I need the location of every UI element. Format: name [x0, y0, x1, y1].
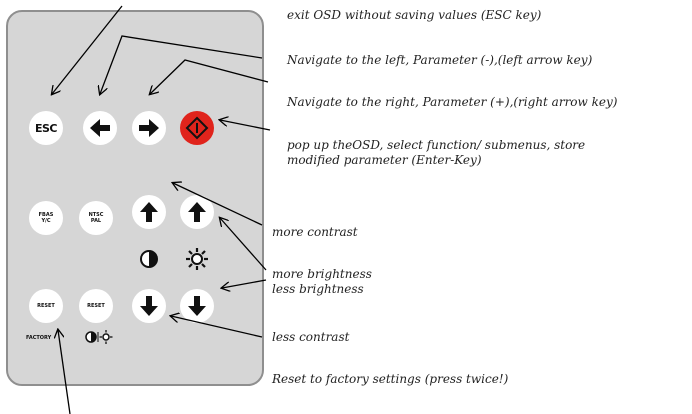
fbas-yc-button[interactable]: FBAS Y/C	[29, 201, 63, 235]
brightness-up-button[interactable]	[180, 195, 214, 229]
factory-label: FACTORY	[26, 335, 52, 341]
left-arrow-button[interactable]	[83, 111, 117, 145]
annotation-enter-line1: pop up theOSD, select function/ submenus…	[287, 138, 586, 152]
esc-button[interactable]: ESC	[29, 111, 63, 145]
reset-factory-button[interactable]: RESET	[29, 289, 63, 323]
reset-picture-button[interactable]: RESET	[79, 289, 113, 323]
annotation-enter-line2: modified parameter (Enter-Key)	[287, 153, 482, 167]
brightness-down-button[interactable]	[180, 289, 214, 323]
right-arrow-icon	[139, 119, 159, 137]
annotation-right: Navigate to the right, Parameter (+),(ri…	[287, 95, 618, 109]
annotation-more-contrast: more contrast	[272, 225, 358, 239]
annotation-left: Navigate to the left, Parameter (-),(lef…	[287, 53, 593, 67]
yc-label: Y/C	[41, 218, 51, 224]
annotation-reset: Reset to factory settings (press twice!)	[272, 372, 509, 386]
remote-control	[6, 10, 264, 386]
contrast-brightness-small-icon	[85, 330, 113, 344]
enter-button[interactable]	[180, 111, 214, 145]
annotation-less-contrast: less contrast	[272, 330, 350, 344]
down-arrow-icon	[188, 296, 206, 316]
down-arrow-icon	[140, 296, 158, 316]
up-arrow-icon	[140, 202, 158, 222]
reset-label: RESET	[37, 303, 55, 309]
enter-diamond-icon	[185, 116, 209, 140]
contrast-icon	[140, 250, 158, 268]
annotation-less-brightness: less brightness	[272, 282, 364, 296]
right-arrow-button[interactable]	[132, 111, 166, 145]
contrast-down-button[interactable]	[132, 289, 166, 323]
brightness-icon	[186, 248, 208, 270]
ntsc-pal-button[interactable]: NTSC PAL	[79, 201, 113, 235]
reset-label: RESET	[87, 303, 105, 309]
ntsc-label: NTSC	[88, 212, 104, 218]
pal-label: PAL	[90, 218, 102, 224]
annotation-more-brightness: more brightness	[272, 267, 372, 281]
fbas-label: FBAS	[38, 212, 54, 218]
contrast-up-button[interactable]	[132, 195, 166, 229]
up-arrow-icon	[188, 202, 206, 222]
left-arrow-icon	[90, 119, 110, 137]
annotation-esc: exit OSD without saving values (ESC key)	[287, 8, 542, 22]
